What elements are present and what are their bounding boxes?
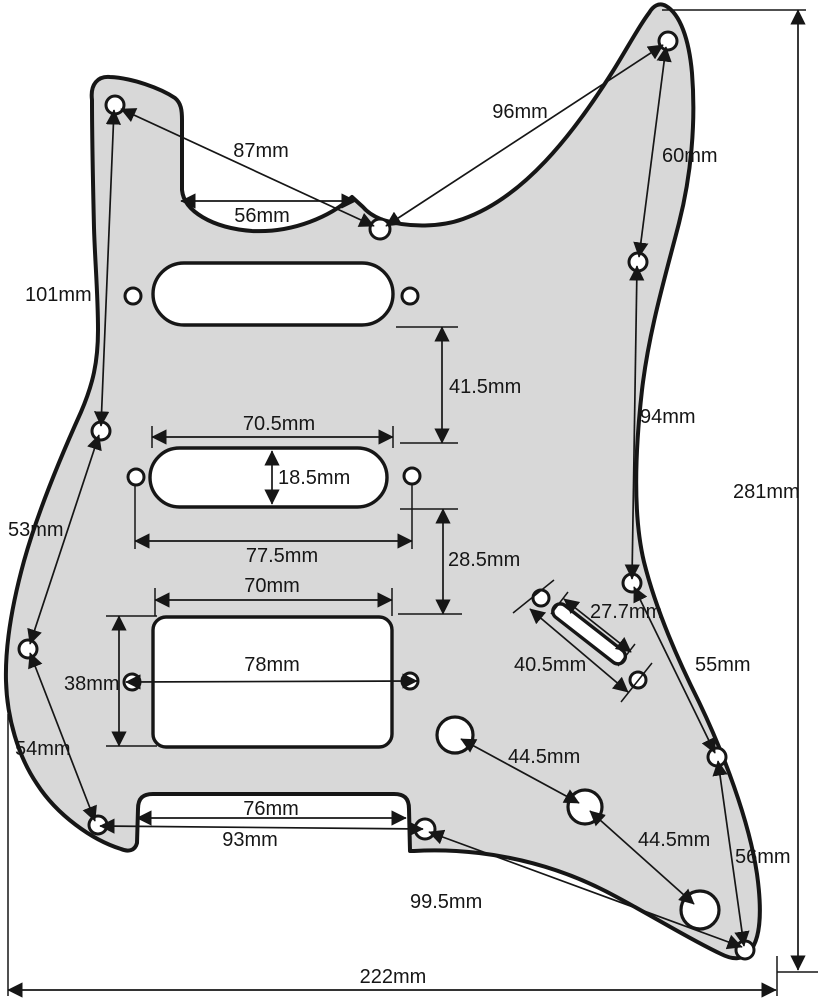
- screw-hole-neck-center: [368, 217, 392, 241]
- dim-label-38mm: 38mm: [64, 673, 120, 695]
- dimension-labels: 87mm 56mm 96mm 60mm 101mm 53mm 54mm 94mm…: [8, 101, 800, 988]
- dim-label-222mm: 222mm: [360, 966, 427, 988]
- pickguard-body: [3, 2, 762, 961]
- dim-line-40.5mm: [529, 608, 629, 693]
- dim-line-53mm: [27, 434, 102, 645]
- dim-label-77.5mm: 77.5mm: [246, 545, 318, 567]
- dim-label-76mm: 76mm: [243, 798, 299, 820]
- spring-claw-screw-upper: [531, 588, 551, 608]
- dim-label-87mm: 87mm: [233, 140, 289, 162]
- dim-line-94mm: [624, 265, 645, 580]
- tone1-pot-hole: [566, 788, 604, 826]
- screw-hole-upper-right: [627, 251, 649, 273]
- screw-hole-bottom-right: [734, 939, 756, 961]
- dim-label-53mm: 53mm: [8, 519, 64, 541]
- dim-label-70mm: 70mm: [244, 575, 300, 597]
- neck-pickup-cutout: [151, 261, 395, 327]
- dim-line-99.5mm: [428, 829, 743, 950]
- dim-label-78mm: 78mm: [244, 654, 300, 676]
- middle-pickup-cutout: [148, 446, 389, 509]
- dim-line-55mm: [633, 586, 716, 754]
- dim-label-55mm: 55mm: [695, 654, 751, 676]
- dim-label-28.5mm: 28.5mm: [448, 549, 520, 571]
- neck-pickup-screw-right: [400, 286, 420, 306]
- screw-hole-left-lower: [17, 638, 39, 660]
- dim-line-93mm: [99, 818, 424, 837]
- volume-pot-hole: [435, 715, 475, 755]
- dim-label-96mm: 96mm: [492, 101, 548, 123]
- dim-line-60mm: [633, 46, 672, 258]
- dim-label-94mm: 94mm: [640, 406, 696, 428]
- screw-hole-right-lower: [706, 746, 728, 768]
- dim-label-60mm: 60mm: [662, 145, 718, 167]
- neck-pickup-screw-left: [123, 286, 143, 306]
- dim-label-27.7mm: 27.7mm: [590, 601, 662, 623]
- dim-label-93mm: 93mm: [222, 829, 278, 851]
- dim-line-44.5mm-b: [589, 810, 695, 905]
- dim-label-101mm: 101mm: [25, 284, 92, 306]
- dim-line-44.5mm-a: [460, 738, 580, 804]
- dim-label-99.5mm: 99.5mm: [410, 891, 482, 913]
- dim-label-18.5mm: 18.5mm: [278, 467, 350, 489]
- dim-line-54mm: [28, 652, 97, 822]
- dimension-lines: [7, 9, 806, 998]
- dim-label-281mm: 281mm: [733, 481, 800, 503]
- screw-hole-top-left-horn: [104, 94, 126, 116]
- dim-label-40.5mm: 40.5mm: [514, 654, 586, 676]
- middle-pickup-screw-left: [126, 467, 146, 487]
- middle-pickup-screw-right: [402, 466, 422, 486]
- screw-hole-bottom-left: [87, 814, 109, 836]
- dim-line-101mm: [93, 109, 122, 427]
- dim-label-70.5mm: 70.5mm: [243, 413, 315, 435]
- dim-label-41.5mm: 41.5mm: [449, 376, 521, 398]
- dim-label-56mm-right: 56mm: [735, 846, 791, 868]
- dim-line-96mm: [385, 44, 664, 227]
- screw-hole-top-right-horn: [657, 30, 679, 52]
- dim-label-44.5mm-a: 44.5mm: [508, 746, 580, 768]
- dim-line-78mm: [125, 673, 418, 690]
- dim-label-44.5mm-b: 44.5mm: [638, 829, 710, 851]
- dim-label-54mm: 54mm: [15, 738, 71, 760]
- dim-label-56mm-top: 56mm: [234, 205, 290, 227]
